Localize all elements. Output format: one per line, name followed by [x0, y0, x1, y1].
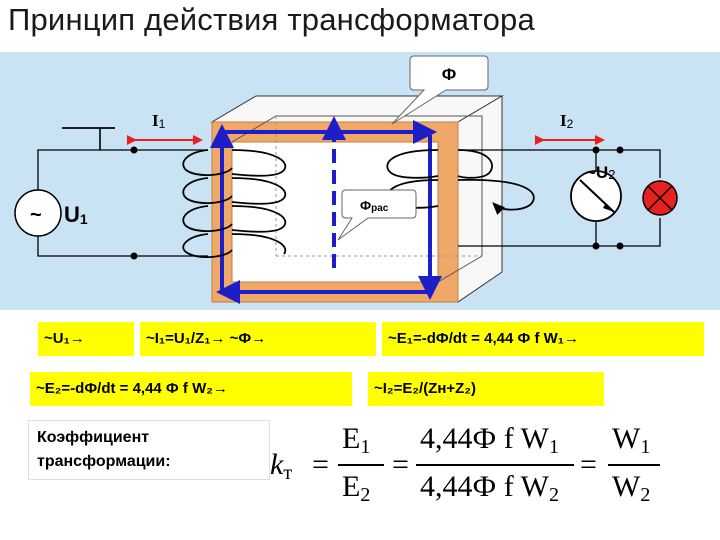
eq-box-u1: ~U₁→: [38, 322, 134, 356]
formula-num-w1: W1: [612, 422, 651, 458]
slide-title: Принцип действия трансформатора: [8, 2, 535, 37]
ac-source-icon: [14, 189, 62, 237]
coefficient-label-box: Коэффициент трансформации:: [28, 420, 270, 480]
coefficient-label-line2: трансформации:: [37, 453, 171, 470]
transformation-ratio-formula: kт = E1 E2 = 4,44Ф f W1 4,44Ф f W2 = W1 …: [268, 418, 698, 518]
formula-den-w2-full: 4,44Ф f W2: [420, 470, 559, 506]
formula-fraction-bar-1: [338, 464, 384, 466]
formula-fraction-bar-2: [416, 464, 574, 466]
formula-num-e1: E1: [342, 422, 371, 458]
secondary-winding: [386, 149, 535, 215]
flux-label: Ф: [442, 65, 457, 84]
eq-box-e2: ~E₂=-dФ/dt = 4,44 Ф f W₂→: [30, 372, 352, 406]
main-flux-path: [210, 120, 442, 304]
secondary-current-label: I2: [560, 111, 574, 131]
formula-den-w2: W2: [612, 470, 651, 506]
eq-box-i1-flux: ~I₁=U₁/Z₁→ ~Ф→: [140, 322, 376, 356]
coefficient-label-line1: Коэффициент: [37, 429, 150, 446]
primary-circuit: [14, 127, 208, 260]
primary-voltage-label: U1: [64, 202, 88, 227]
formula-den-e2: E2: [342, 470, 371, 506]
flux-callout: [391, 55, 489, 125]
transformer-diagram: Ф Фрас I1 I2 ~ U1 ~U2: [14, 55, 678, 304]
formula-eq-2: =: [392, 448, 409, 481]
formula-eq-1: =: [312, 448, 329, 481]
formula-k: kт: [270, 448, 293, 484]
eq-box-i2: ~I₂=E₂/(Zн+Z₂): [368, 372, 604, 406]
primary-current-label: I1: [152, 111, 166, 131]
ac-tilde: ~: [30, 204, 42, 226]
secondary-circuit: [458, 146, 678, 250]
primary-winding: [182, 149, 287, 258]
leakage-flux-label: Фрас: [360, 198, 389, 214]
formula-fraction-bar-3: [608, 464, 660, 466]
formula-eq-3: =: [580, 448, 597, 481]
secondary-voltage-label: ~U2: [586, 163, 615, 182]
leakage-callout: [337, 189, 417, 241]
formula-num-w1-full: 4,44Ф f W1: [420, 422, 559, 458]
eq-box-e1: ~E₁=-dФ/dt = 4,44 Ф f W₁→: [382, 322, 704, 356]
